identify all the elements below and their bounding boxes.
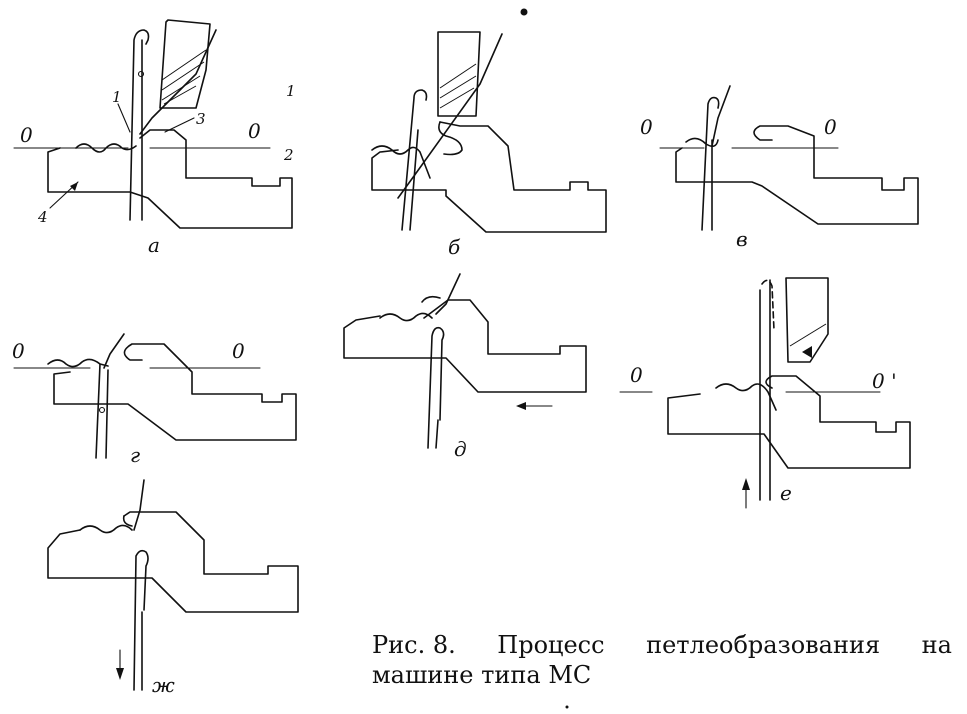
panel-v: 0 0 в: [640, 85, 919, 251]
caption-word: Рис. 8.: [372, 631, 456, 659]
level-label-right: 0 ': [872, 369, 897, 393]
level-label-right: 0: [248, 119, 261, 143]
yarn: [133, 479, 145, 531]
yarn: [711, 85, 731, 147]
old-loops: [379, 312, 433, 322]
panel-g: 0 0 г: [12, 333, 297, 467]
caption-line-2: машине типа МС: [372, 661, 592, 689]
needle: [133, 549, 149, 691]
old-loops: [79, 524, 133, 534]
panel-b: б: [371, 31, 607, 259]
part-number-4: 4: [37, 208, 48, 226]
cam-block: [785, 277, 829, 363]
level-label-right: 0: [824, 115, 837, 139]
part-number-extra: 1: [286, 82, 296, 100]
needle: [427, 326, 445, 449]
old-loops: [75, 143, 137, 153]
sinker-outline: [343, 299, 587, 393]
panel-e: 0 0 ' е: [619, 277, 911, 509]
level-label-left: 0: [12, 339, 25, 363]
part-number-2: 2: [283, 146, 294, 164]
panel-label-e: е: [780, 481, 792, 505]
yarn: [103, 333, 125, 369]
part-number-3: 3: [196, 110, 206, 128]
level-label-right: 0: [232, 339, 245, 363]
caption-word: Процесс: [497, 631, 605, 659]
needle: [129, 29, 150, 221]
cam-block: [159, 19, 211, 109]
level-label-left: 0: [640, 115, 653, 139]
panel-d: д: [343, 273, 587, 461]
cam-block: [437, 31, 481, 117]
needle: [95, 363, 109, 459]
panel-label-g: г: [130, 443, 140, 467]
level-label-left: 0: [630, 363, 643, 387]
part-number-1: 1: [112, 88, 122, 106]
sinker-outline: [53, 343, 297, 441]
sinker-outline: [675, 125, 919, 225]
old-loops: [685, 137, 719, 148]
stray-dot: [565, 705, 569, 709]
sinker-outline: [47, 511, 299, 613]
level-label-left: 0: [20, 123, 33, 147]
needle: [401, 89, 428, 231]
yarn: [139, 29, 217, 135]
old-loops: [371, 145, 431, 179]
panel-label-b: б: [448, 235, 461, 259]
old-loops: [715, 383, 777, 411]
panel-label-d: д: [454, 437, 467, 461]
figure-caption: Рис. 8. Процесс петлеобразования на маши…: [372, 630, 952, 690]
needle: [759, 279, 771, 501]
yarn: [397, 33, 503, 199]
caption-word: на: [921, 631, 952, 659]
yarn: [435, 273, 461, 315]
panel-zh: ж: [47, 479, 299, 697]
sinker-outline: [667, 375, 911, 469]
sinker-outline: [47, 129, 293, 229]
caption-word: петлеобразования: [646, 631, 881, 659]
sinker-outline: [371, 121, 607, 233]
panel-label-zh: ж: [152, 673, 175, 697]
panel-label-a: a: [148, 233, 160, 257]
panel-label-v: в: [736, 227, 748, 251]
stray-dot: [520, 8, 528, 16]
panel-a: 1 2 3 4 1 0 0 a: [13, 19, 296, 257]
needle: [701, 96, 720, 231]
old-loops: [47, 358, 109, 368]
